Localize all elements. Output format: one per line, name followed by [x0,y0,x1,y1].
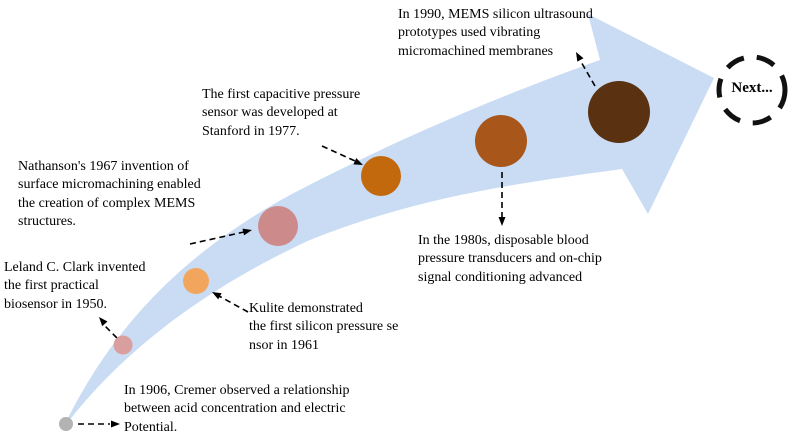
milestone-label-1961: Kulite demonstrated the first silicon pr… [249,301,399,353]
arrowhead-1977 [353,158,363,165]
milestone-label-1990: In 1990, MEMS silicon ultrasound prototy… [398,7,593,59]
timeline-arrow-shape [62,14,714,430]
milestone-dot-1980s [475,115,527,167]
milestone-dot-1906 [59,417,73,431]
connector-1950 [103,324,118,339]
next-label[interactable]: Next... [731,80,773,96]
milestone-label-1950: Leland C. Clark invented the first pract… [4,260,146,312]
milestone-dot-1950 [113,335,133,355]
milestone-dot-1967 [258,206,298,246]
milestone-label-1977: The first capacitive pressure sensor was… [202,87,361,139]
arrowhead-1961 [212,292,222,300]
arrowhead-1906 [111,420,120,428]
milestone-dot-1961 [183,268,209,294]
milestone-dot-1990 [588,81,650,143]
connector-1977 [321,145,356,162]
milestone-label-1906: In 1906, Cremer observed a relationship … [124,383,350,435]
milestone-label-1980s: In the 1980s, disposable blood pressure … [418,233,602,285]
connector-1990 [579,59,596,87]
arrowhead-1990 [576,52,584,62]
connector-1961 [218,295,249,313]
arrowhead-1980s [498,217,506,226]
milestone-dot-1977 [361,156,401,196]
arrowhead-1950 [99,317,108,327]
milestone-label-1967: Nathanson's 1967 invention of surface mi… [18,159,201,230]
next-circle[interactable] [716,54,788,126]
arrowhead-1967 [242,228,252,236]
